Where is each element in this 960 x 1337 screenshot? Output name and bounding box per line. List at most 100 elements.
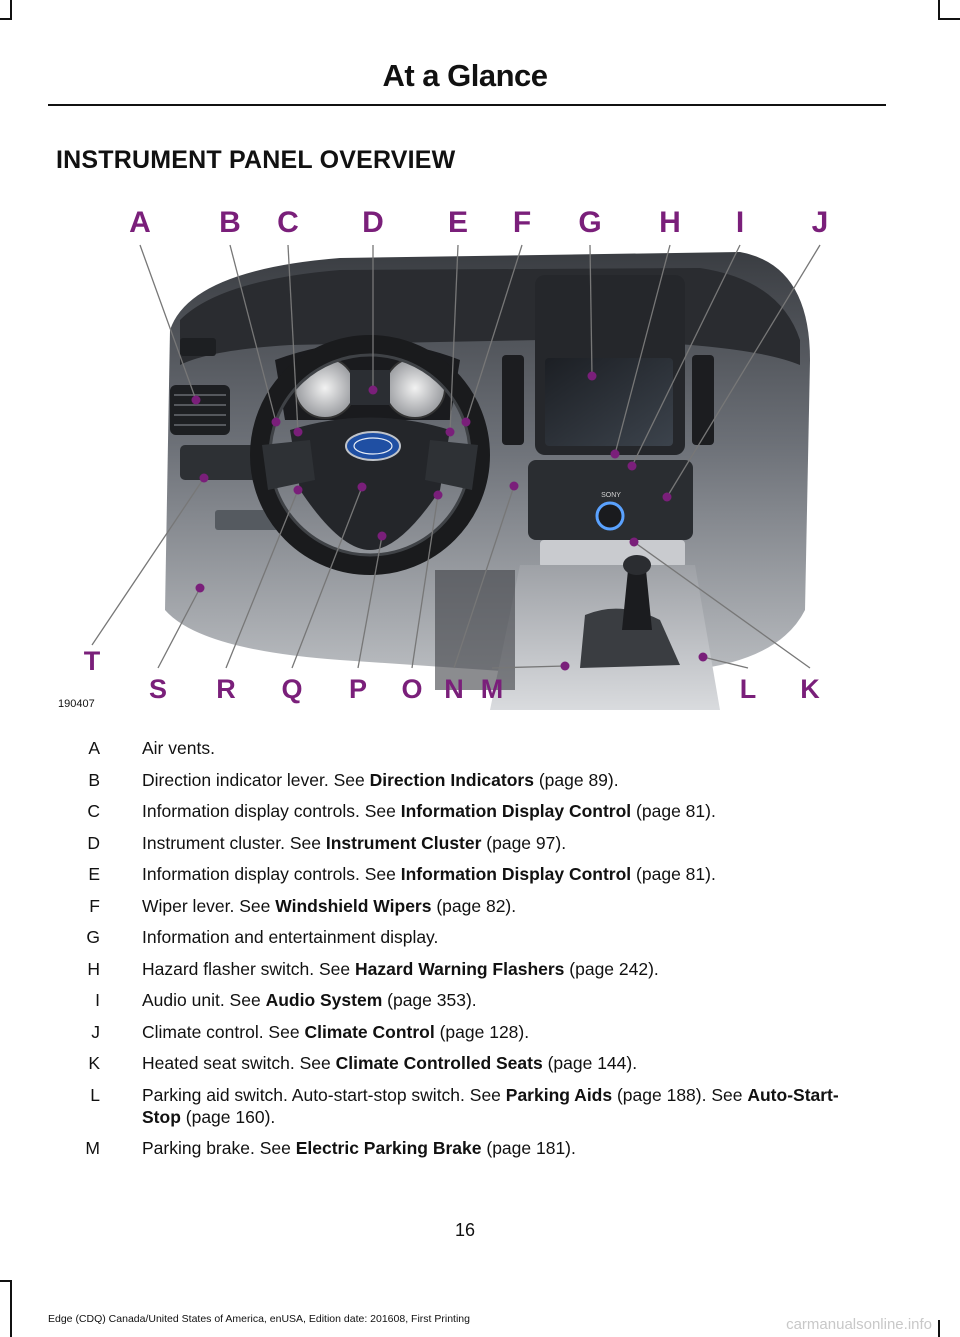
cross-reference-link[interactable]: Direction Indicators bbox=[369, 769, 534, 790]
header-rule bbox=[48, 104, 886, 106]
brand-emblem bbox=[345, 431, 401, 461]
callout-label-l: L bbox=[740, 674, 757, 704]
callout-dot bbox=[357, 482, 367, 492]
cross-reference-link[interactable]: Climate Control bbox=[304, 1021, 435, 1042]
legend-text: (page 242). bbox=[564, 958, 659, 979]
legend-letter: C bbox=[87, 801, 100, 821]
legend-letter: G bbox=[86, 927, 100, 947]
callout-label-s: S bbox=[149, 674, 167, 704]
dashboard-illustration: SONY bbox=[165, 252, 810, 710]
legend-description: Instrument cluster. See Instrument Clust… bbox=[142, 832, 876, 854]
callout-leader-line bbox=[287, 244, 299, 433]
callout-label-r: R bbox=[216, 674, 236, 704]
legend-text: (page 89). bbox=[533, 769, 619, 790]
callout-dot bbox=[271, 417, 281, 427]
legend-letter: E bbox=[88, 864, 100, 884]
legend-description: Wiper lever. See Windshield Wipers (page… bbox=[142, 895, 876, 917]
cross-reference-link[interactable]: Hazard Warning Flashers bbox=[355, 958, 565, 979]
page-number: 16 bbox=[454, 1220, 476, 1240]
callout-leader-line bbox=[465, 244, 523, 423]
crop-mark bbox=[938, 0, 940, 20]
callout-dot bbox=[377, 531, 387, 541]
callout-dot bbox=[698, 652, 708, 662]
callout-dot bbox=[191, 395, 201, 405]
callout-leader-line bbox=[633, 541, 811, 669]
callout-dot bbox=[199, 473, 209, 483]
cross-reference-link[interactable]: Auto-Start-Stop bbox=[142, 1084, 839, 1127]
legend-text: Instrument cluster. See bbox=[142, 832, 326, 853]
legend-description: Information display controls. See Inform… bbox=[142, 800, 876, 822]
crop-mark bbox=[0, 18, 12, 20]
callout-label-a: A bbox=[129, 206, 151, 239]
vent-left-top bbox=[180, 338, 216, 356]
legend-text: Heated seat switch. See bbox=[142, 1053, 336, 1073]
callout-label-j: J bbox=[812, 206, 829, 239]
callout-leader-line bbox=[491, 665, 566, 669]
vent-center-right bbox=[692, 355, 714, 445]
callout-dot bbox=[445, 427, 455, 437]
display-brand-label: SONY bbox=[601, 492, 621, 499]
cross-reference-link[interactable]: Audio System bbox=[265, 990, 383, 1010]
cross-reference-link[interactable]: Parking Aids bbox=[505, 1084, 613, 1105]
callout-dot bbox=[195, 583, 205, 593]
legend-text: (page 353). bbox=[382, 990, 477, 1010]
legend-row: C Information display controls. See Infor… bbox=[56, 800, 876, 822]
callout-leader-line bbox=[449, 244, 459, 433]
legend-description: Climate control. See Climate Control (pa… bbox=[142, 1021, 876, 1043]
cross-reference-link[interactable]: Climate Controlled Seats bbox=[335, 1053, 543, 1073]
steering-wheel-spoke-left bbox=[262, 440, 315, 490]
callout-label-b: B bbox=[219, 206, 241, 239]
callout-leader-line bbox=[357, 535, 383, 669]
legend-text: (page 97). bbox=[481, 832, 567, 853]
legend-text: (page 160). bbox=[180, 1106, 276, 1127]
legend-text: (page 81). bbox=[631, 801, 716, 821]
callout-leader-line bbox=[291, 486, 363, 669]
cross-reference-link[interactable]: Information Display Control bbox=[400, 801, 632, 821]
callout-label-e: E bbox=[448, 206, 468, 239]
legend-description: Parking brake. See Electric Parking Brak… bbox=[142, 1137, 876, 1159]
legend-text: (page 181). bbox=[481, 1138, 576, 1158]
crop-mark bbox=[0, 1280, 12, 1282]
cross-reference-link[interactable]: Windshield Wipers bbox=[275, 895, 432, 916]
callout-label-f: F bbox=[513, 206, 531, 239]
steering-wheel-spoke-right bbox=[425, 440, 478, 490]
legend-text: Direction indicator lever. See bbox=[142, 769, 370, 790]
legend-text: Information and entertainment display. bbox=[142, 927, 439, 947]
cross-reference-link[interactable]: Electric Parking Brake bbox=[295, 1138, 482, 1158]
lower-left-panel bbox=[180, 445, 270, 480]
console-trim bbox=[580, 608, 680, 668]
callout-leader-line bbox=[91, 477, 205, 646]
callout-leader-line bbox=[453, 485, 515, 669]
legend-description: Parking aid switch. Auto-start-stop swit… bbox=[142, 1084, 876, 1128]
legend-text: (page 128). bbox=[434, 1021, 530, 1042]
callout-leader-line bbox=[666, 244, 821, 498]
callout-label-o: O bbox=[401, 674, 422, 704]
cross-reference-link[interactable]: Instrument Cluster bbox=[325, 832, 482, 853]
cross-reference-link[interactable]: Information Display Control bbox=[400, 864, 632, 884]
callout-label-d: D bbox=[362, 206, 384, 239]
callout-label-t: T bbox=[84, 646, 101, 676]
legend-text: (page 82). bbox=[431, 895, 517, 916]
callout-dot bbox=[293, 485, 303, 495]
callout-label-g: G bbox=[578, 206, 601, 239]
steering-wheel-rim bbox=[250, 335, 490, 575]
legend-description: Information display controls. See Inform… bbox=[142, 863, 876, 885]
vent-center-left bbox=[502, 355, 524, 445]
callout-label-h: H bbox=[659, 206, 681, 239]
shift-knob bbox=[623, 555, 651, 575]
legend-text: (page 188). See bbox=[612, 1084, 748, 1105]
callout-dot bbox=[368, 385, 378, 395]
page-header-title: At a Glance bbox=[382, 58, 548, 93]
callout-dot bbox=[560, 661, 570, 671]
legend-letter: I bbox=[95, 990, 100, 1010]
callout-dot bbox=[433, 490, 443, 500]
callout-leader-line bbox=[229, 244, 277, 423]
callout-label-i: I bbox=[736, 206, 744, 239]
